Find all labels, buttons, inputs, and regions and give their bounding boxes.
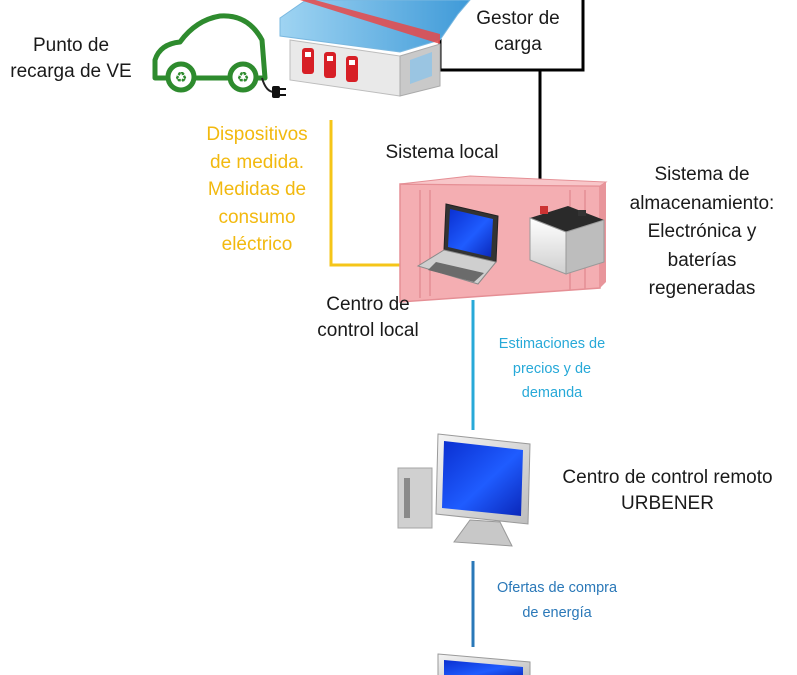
- ev-charger-label: Punto de recarga de VE: [10, 35, 132, 82]
- laptop-icon: [416, 203, 499, 285]
- desktop-computer-icon: [397, 433, 531, 547]
- remote-control-label: Centro de control remoto URBENER: [562, 467, 773, 514]
- charge-manager-label: Gestor de carga: [476, 8, 560, 55]
- svg-text:♻: ♻: [237, 70, 250, 86]
- offers-label: Ofertas de compra de energía: [496, 580, 618, 621]
- electric-car-icon: ♻ ♻: [152, 13, 286, 98]
- measurement-line: [329, 120, 420, 267]
- local-system-label: Sistema local: [385, 142, 499, 163]
- estimates-label: Estimaciones de precios y de demanda: [498, 336, 606, 402]
- storage-label: Sistema de almacenamiento: Electrónica y…: [629, 164, 775, 299]
- local-control-label: Centro de control local: [317, 294, 419, 341]
- measurement-label: Dispositivos de medida. Medidas de consu…: [206, 124, 308, 256]
- svg-text:♻: ♻: [175, 70, 188, 86]
- gas-station-icon: [279, 0, 471, 97]
- battery-icon: [529, 206, 605, 275]
- desktop-computer-icon-2: [437, 653, 531, 675]
